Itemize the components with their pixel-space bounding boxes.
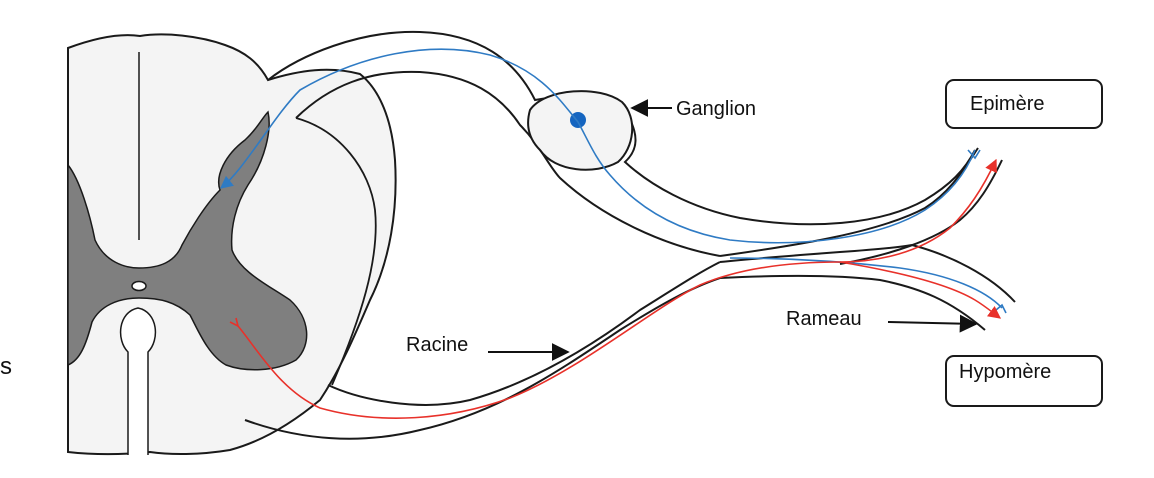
motor-neuron-fiber — [237, 158, 997, 419]
sensory-neuron-fiber — [220, 48, 976, 244]
central-canal — [131, 280, 147, 292]
dorsal-root-inner — [295, 70, 721, 257]
ganglion-label: Ganglion — [676, 98, 756, 120]
dorsal-ramus-lower — [839, 159, 1003, 265]
epimere-box — [945, 79, 1103, 129]
ganglion-swelling — [527, 90, 634, 171]
sensory-neuron-branch — [729, 257, 1003, 309]
ventral-ramus-upper — [911, 244, 1016, 303]
sensory-ending-bottom — [995, 303, 1007, 314]
motor-neuron-dendrites — [229, 317, 240, 328]
ventral-ramus-lower — [719, 274, 986, 331]
dorsal-root-outer — [267, 30, 976, 226]
rameau-label: Rameau — [786, 308, 862, 330]
hypomere-box — [945, 355, 1103, 407]
racine-label: Racine — [406, 334, 468, 356]
grey-matter — [67, 110, 308, 371]
dorsal-ramus-upper — [719, 147, 979, 257]
epimere-label: Epimère — [970, 93, 1044, 115]
edge-fragment-label: s — [0, 353, 12, 380]
motor-neuron-branch — [839, 261, 1002, 319]
ventral-root-inner — [295, 117, 377, 386]
ventral-root-outer — [327, 261, 721, 406]
rameau-pointer-arrow — [887, 314, 978, 333]
sensory-ending-top — [967, 149, 981, 160]
hypomere-label: Hypomère — [959, 361, 1051, 383]
ventral-median-fissure — [119, 307, 157, 455]
